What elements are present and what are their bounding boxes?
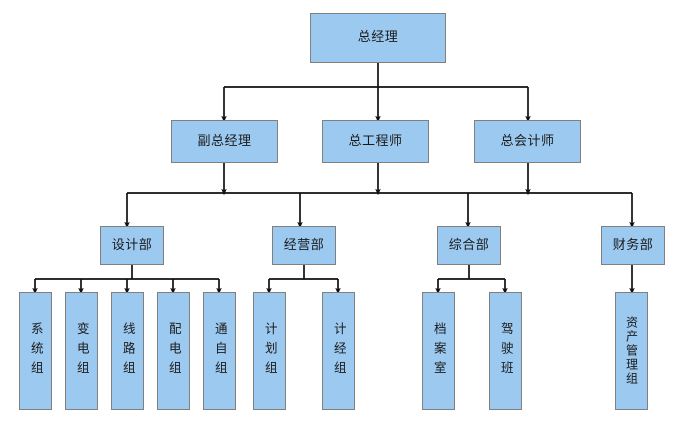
node-system-team[interactable]: 系统组 [19, 292, 52, 410]
node-communication-automation-team[interactable]: 通自组 [203, 292, 236, 410]
node-label: 财务部 [612, 237, 654, 253]
node-chief-engineer[interactable]: 总工程师 [322, 120, 429, 163]
node-driver-team[interactable]: 驾驶班 [489, 292, 522, 410]
node-label: 设计部 [111, 237, 153, 253]
node-chief-accountant[interactable]: 总会计师 [474, 120, 581, 163]
node-label: 通自组 [212, 321, 228, 381]
node-archive-room[interactable]: 档案室 [422, 292, 455, 410]
node-deputy-gm[interactable]: 副总经理 [171, 120, 278, 163]
node-label: 系统组 [28, 321, 44, 381]
node-label: 档案室 [431, 321, 447, 381]
node-gm[interactable]: 总经理 [310, 13, 446, 63]
node-general-affairs-department[interactable]: 综合部 [437, 226, 501, 265]
node-label: 经营部 [283, 237, 325, 253]
node-label: 驾驶班 [498, 321, 514, 381]
node-label: 副总经理 [197, 133, 252, 149]
node-line-team[interactable]: 线路组 [111, 292, 144, 410]
node-plan-economics-team[interactable]: 计经组 [322, 292, 355, 410]
node-label: 资产管理组 [624, 316, 639, 386]
node-label: 综合部 [448, 237, 490, 253]
node-finance-department[interactable]: 财务部 [601, 226, 665, 265]
node-design-department[interactable]: 设计部 [100, 226, 164, 265]
node-distribution-team[interactable]: 配电组 [157, 292, 190, 410]
node-label: 总经理 [357, 30, 399, 46]
node-label: 总会计师 [500, 133, 555, 149]
node-label: 线路组 [120, 321, 136, 381]
node-label: 配电组 [166, 321, 182, 381]
node-substation-team[interactable]: 变电组 [65, 292, 98, 410]
node-label: 总工程师 [348, 133, 403, 149]
node-planning-team[interactable]: 计划组 [253, 292, 286, 410]
node-label: 变电组 [74, 321, 90, 381]
node-label: 计划组 [262, 321, 278, 381]
node-label: 计经组 [331, 321, 347, 381]
node-asset-management-team[interactable]: 资产管理组 [615, 292, 648, 410]
node-operation-department[interactable]: 经营部 [272, 226, 336, 265]
